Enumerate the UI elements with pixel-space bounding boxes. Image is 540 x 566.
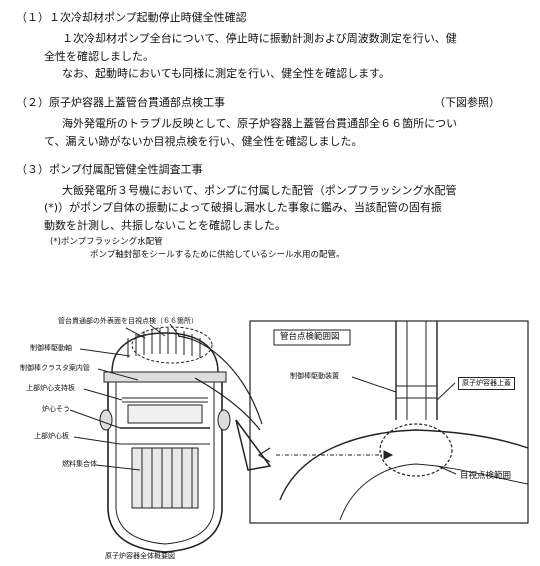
label-upper-core-plate: 上部炉心板 (34, 432, 69, 440)
figure-bottom-caption: 原子炉容器全体概要図 (105, 552, 175, 560)
figure-top-caption: 管台貫通部の外表面を目視点検（６６箇所） (58, 317, 198, 325)
label-fuel-assembly: 燃料集合体 (62, 460, 97, 468)
section2-ref: （下図参照） (434, 96, 500, 109)
reactor-vessel-drawing (99, 328, 231, 553)
section1-line-2: 全性を確認しました。 (44, 50, 154, 63)
detail-box (249, 320, 529, 524)
detail-head-label: 原子炉容器上蓋 (458, 377, 515, 390)
section1-line-1: １次冷却材ポンプ全台について、停止時に振動計測および周波数測定を行い、健 (62, 32, 457, 45)
section3-line-2: (*)）がポンプ自体の振動によって破損し漏水した事象に鑑み、当該配管の固有振 (44, 201, 442, 214)
section2-line-1: 海外発電所のトラブル反映として、原子炉容器上蓋管台貫通部全６６箇所につい (62, 117, 458, 130)
section3-heading: （３）ポンプ付属配管健全性調査工事 (16, 163, 203, 176)
label-control-rod-cluster-guide-tube: 制御棒クラスタ案内管 (20, 364, 90, 372)
label-upper-core-support-plate: 上部炉心支持板 (26, 384, 75, 392)
label-control-rod-drive-shaft: 制御棒駆動軸 (30, 344, 72, 352)
detail-title: 管台点検範囲図 (280, 332, 340, 342)
detail-title-box (273, 329, 351, 346)
section1-heading: （１）１次冷却材ポンプ起動停止時健全性確認 (16, 11, 247, 24)
detail-range-label: 目視点検範囲 (460, 471, 512, 481)
inspection-range-circle (379, 423, 453, 477)
section1-line-3: なお、起動時においても同様に測定を行い、健全性を確認します。 (62, 67, 391, 80)
label-core-barrel: 炉心そう (42, 405, 70, 413)
arrow-icon (235, 419, 272, 471)
section3-note-text: ポンプ軸封部をシールするために供給しているシール水用の配管。 (90, 250, 345, 260)
section3-line-3: 動数を計測し、共振しないことを確認しました。 (44, 219, 286, 232)
detail-crdm-label: 制御棒駆動装置 (290, 372, 339, 380)
eye-icon (257, 447, 271, 463)
section3-note-title: (*)ポンプフラッシング水配管 (50, 237, 163, 247)
section2-heading: （２）原子炉容器上蓋管台貫通部点検工事 (16, 96, 225, 109)
section3-line-1: 大飯発電所３号機において、ポンプに付属した配管（ポンプフラッシング水配管 (62, 184, 457, 197)
section2-line-2: て、漏えい跡がないか目視点検を行い、健全性を確認しました。 (44, 135, 363, 148)
label-leader-lines (69, 323, 181, 471)
